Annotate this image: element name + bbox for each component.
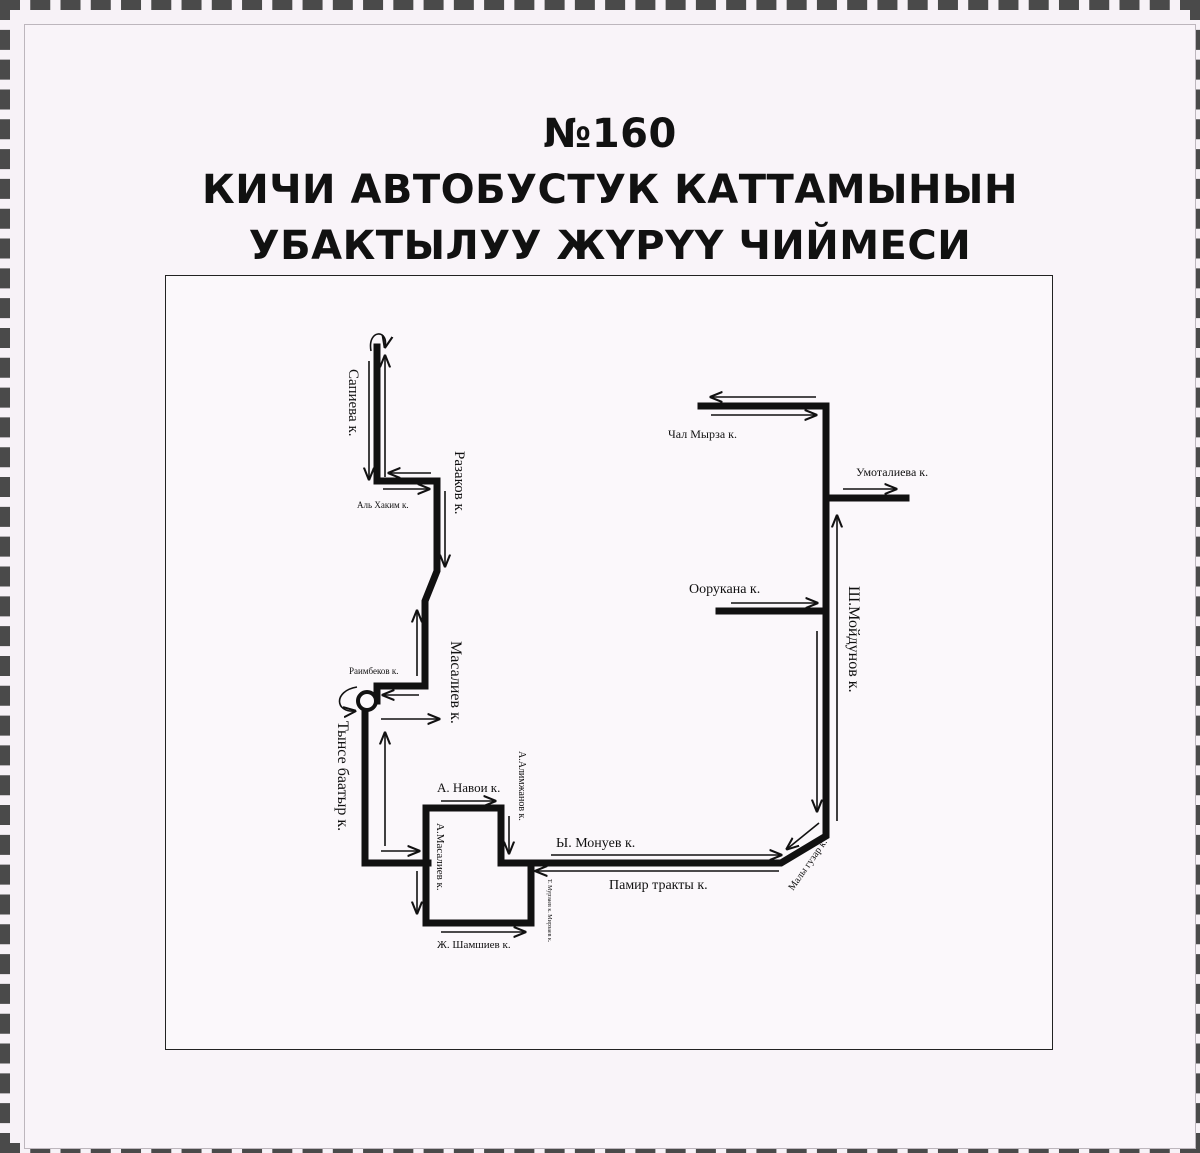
- direction-arrows: [369, 356, 896, 932]
- roundabout-ring-icon: [356, 690, 378, 712]
- page-title: №160 КИЧИ АВТОБУСТУК КАТТАМЫНЫН УБАКТЫЛУ…: [10, 106, 1200, 274]
- street-label-monuev: Ы. Монуев к.: [556, 836, 635, 851]
- street-label-shamshiev: Ж. Шамшиев к.: [437, 939, 511, 951]
- direction-arrow-icon: [787, 822, 820, 849]
- street-label-razakov: Разаков к.: [451, 451, 467, 514]
- street-label-umotalieva: Умоталиева к.: [856, 465, 928, 479]
- route-number: №160: [543, 111, 677, 157]
- street-label-small-vertical: Т. Мурзаев к. Мирзаев к.: [546, 879, 552, 943]
- street-label-masaliev: Масалиев к.: [447, 641, 464, 724]
- street-label-tynyse-batyr: Тынсе баатыр к.: [334, 721, 351, 831]
- street-label-moydunov: Ш.Мойдунов к.: [845, 586, 862, 693]
- route-line: [361, 343, 910, 927]
- u-turn-arrow-icon: [369, 333, 386, 352]
- street-label-pamir: Памир тракты к.: [609, 878, 708, 893]
- street-label-a-masaliev: А.Масалиев к.: [434, 823, 446, 891]
- street-label-chal-myrza: Чал Мырза к.: [668, 427, 737, 441]
- u-turn-arrow-icon: [338, 686, 358, 711]
- title-line-2: УБАКТЫЛУУ ЖҮРҮҮ ЧИЙМЕСИ: [248, 223, 972, 269]
- street-label-raimbekov: Раимбеков к.: [349, 666, 399, 676]
- route-map-panel: Сапиева к. Аль Хаким к. Разаков к. Раимб…: [165, 275, 1053, 1050]
- street-label-sapieva: Сапиева к.: [345, 369, 361, 437]
- street-label-al-hakim: Аль Хаким к.: [357, 500, 409, 510]
- route-map: Сапиева к. Аль Хаким к. Разаков к. Раимб…: [334, 333, 928, 951]
- street-label-oorukana: Оорукана к.: [689, 582, 760, 597]
- street-label-navoi: А. Навои к.: [437, 780, 500, 795]
- street-label-alimjanov: А.Алимжанов к.: [516, 751, 527, 821]
- title-line-1: КИЧИ АВТОБУСТУК КАТТАМЫНЫН: [202, 167, 1018, 213]
